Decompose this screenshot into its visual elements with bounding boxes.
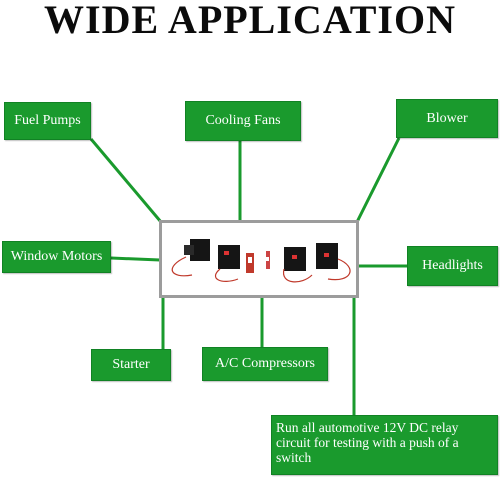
relay-modules-icon [171,239,351,283]
line-window-motors [110,256,161,262]
relay-image-frame [159,220,359,298]
cooling-fans-box: Cooling Fans [185,101,301,141]
window-motors-box: Window Motors [2,241,111,273]
line-blower [355,137,401,223]
headlights-box: Headlights [407,246,498,286]
line-fuel-pumps [89,138,163,223]
blower-box: Blower [396,99,498,138]
note-box: Run all automotive 12V DC relay circuit … [271,415,498,475]
fuel-pumps-box: Fuel Pumps [4,102,91,140]
starter-box: Starter [91,349,171,381]
ac-compressors-box: A/C Compressors [202,347,328,381]
page-title: WIDE APPLICATION [44,0,456,42]
